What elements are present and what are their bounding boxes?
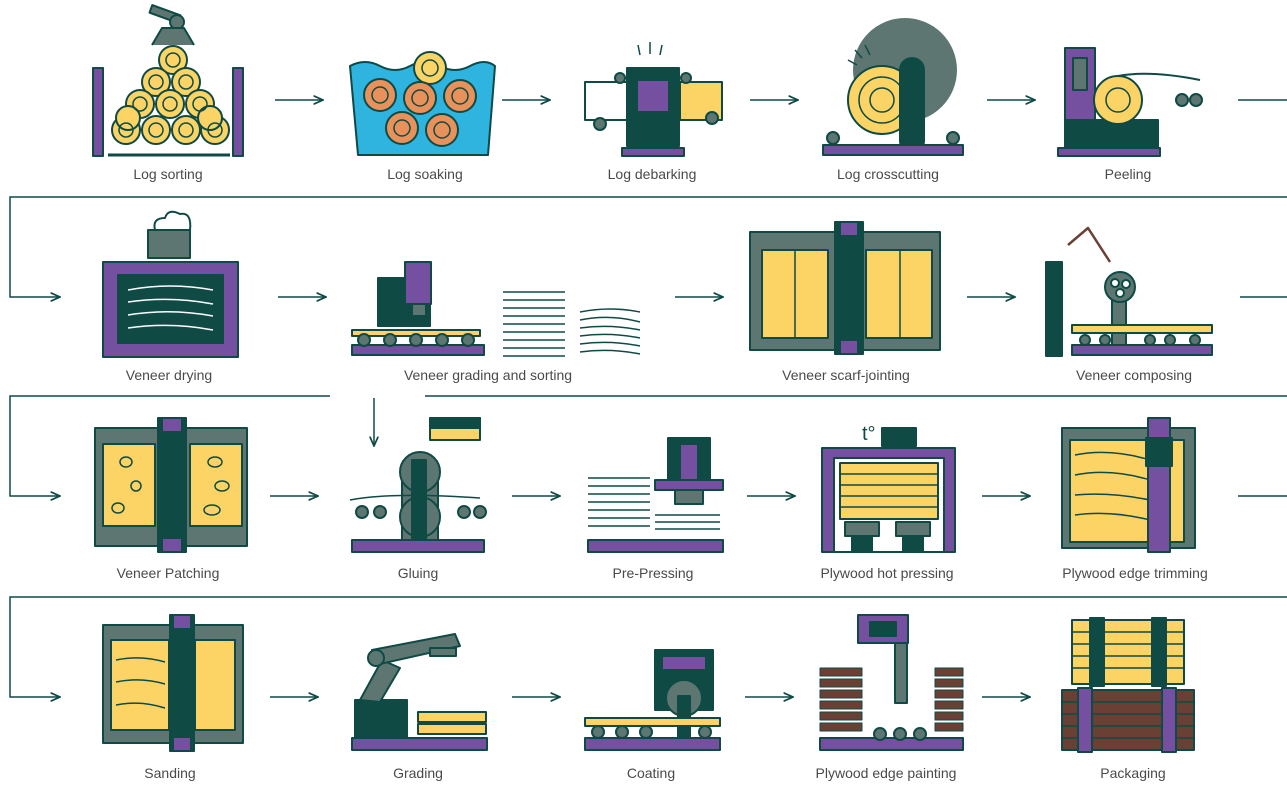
step-label-veneer-drying: Veneer drying [126, 367, 212, 383]
step-label-pre-pressing: Pre-Pressing [613, 565, 694, 581]
log-debarking-icon [584, 42, 723, 157]
log-crosscutting-icon [822, 18, 964, 156]
log-sorting-icon [92, 4, 244, 157]
temperature-symbol: t° [862, 423, 876, 445]
scarf-jointing-icon [749, 221, 941, 355]
step-label-hot-pressing: Plywood hot pressing [820, 565, 953, 581]
pre-pressing-icon [587, 437, 724, 553]
step-label-coating: Coating [627, 765, 675, 781]
step-label-log-debarking: Log debarking [608, 166, 697, 182]
connector-row2-to-row3 [9, 296, 1287, 496]
step-label-log-sorting: Log sorting [133, 166, 202, 182]
veneer-patching-icon [94, 417, 248, 553]
log-soaking-icon [349, 51, 496, 156]
connector-row1-to-row2 [9, 99, 1287, 297]
step-label-grading: Grading [393, 765, 443, 781]
veneer-drying-icon [102, 210, 239, 358]
connector-row3-to-row4 [9, 495, 1287, 697]
step-label-peeling: Peeling [1105, 166, 1152, 182]
step-label-sanding: Sanding [144, 765, 195, 781]
step-label-gluing: Gluing [398, 565, 438, 581]
hot-pressing-icon: t° [821, 423, 956, 553]
step-label-edge-painting: Plywood edge painting [816, 765, 957, 781]
flow-connectors [9, 99, 1287, 697]
edge-painting-icon [819, 614, 964, 751]
step-label-edge-trimming: Plywood edge trimming [1062, 565, 1208, 581]
peeling-icon [1057, 47, 1203, 157]
step-label-log-crosscutting: Log crosscutting [837, 166, 939, 182]
step-label-packaging: Packaging [1100, 765, 1165, 781]
grading-icon [351, 633, 488, 751]
step-label-scarf-jointing: Veneer scarf-jointing [782, 367, 910, 383]
gluing-icon [349, 417, 487, 553]
sanding-icon [102, 614, 244, 752]
step-label-log-soaking: Log soaking [387, 166, 463, 182]
packaging-icon [1061, 617, 1195, 753]
step-label-veneer-patching: Veneer Patching [117, 565, 220, 581]
veneer-grading-icon [351, 261, 641, 357]
veneer-composing-icon [1045, 226, 1213, 357]
step-label-veneer-composing: Veneer composing [1076, 367, 1192, 383]
step-labels: Log sorting Log soaking Log debarking Lo… [117, 166, 1208, 781]
edge-trimming-icon [1061, 417, 1196, 553]
step-label-veneer-grading: Veneer grading and sorting [404, 367, 572, 383]
coating-icon [584, 649, 721, 751]
